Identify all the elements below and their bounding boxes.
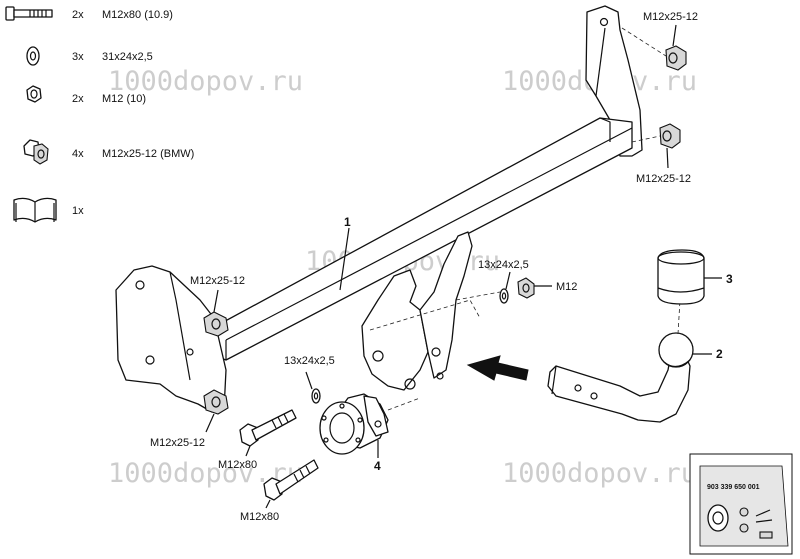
part-number-1: 1 [344, 215, 351, 229]
parts-qty-4: 4x [72, 148, 84, 160]
callout-nut-top-right-1: M12x25-12 [643, 11, 698, 23]
parts-desc-4: M12x25-12 (BMW) [102, 148, 194, 160]
kit-card: 903 339 650 001 [689, 453, 793, 555]
cross-beam: 1 [115, 5, 643, 413]
washer-icon [26, 46, 40, 66]
callout-nut-left-lower: M12x25-12 [150, 437, 205, 449]
callout-washer-left: 13x24x2,5 [284, 355, 335, 367]
callout-bolt-lower: M12x80 [240, 511, 279, 523]
nut [517, 277, 535, 299]
part-number-4: 4 [374, 459, 381, 473]
flange-nut [203, 389, 229, 415]
callout-nut-right: M12 [556, 281, 577, 293]
parts-desc-1: M12x80 (10.9) [102, 9, 173, 21]
flange-nut-icon [23, 139, 49, 165]
washer [311, 388, 321, 404]
callout-nut-left-upper: M12x25-12 [190, 275, 245, 287]
kit-card-code: 903 339 650 001 [707, 484, 760, 491]
bolt-lower: M12x80 [240, 459, 319, 523]
flange-nut [203, 311, 229, 337]
part-number-2: 2 [716, 347, 723, 361]
small-hardware: 13x24x2,5 M12 13x24x2,5 [284, 259, 577, 404]
callout-bolt-upper: M12x80 [218, 459, 257, 471]
parts-desc-3: M12 (10) [102, 93, 146, 105]
manual-book-icon [13, 197, 57, 223]
watermark: 1000dopov.ru [502, 458, 697, 489]
socket-plate: 4 [319, 393, 389, 473]
flange-nut [665, 45, 687, 71]
ball-neck: 2 [547, 299, 723, 423]
nut-icon [26, 85, 42, 103]
parts-qty-3: 2x [72, 93, 84, 105]
parts-list: 2x M12x80 (10.9) 3x 31x24x2,5 2x M12 (10… [5, 6, 194, 223]
ball-cap: 3 [657, 249, 733, 305]
callout-washer-right: 13x24x2,5 [478, 259, 529, 271]
parts-desc-2: 31x24x2,5 [102, 51, 153, 63]
parts-qty-2: 3x [72, 51, 84, 63]
washer [499, 288, 509, 304]
beam-nuts: M12x25-12 M12x25-12 M12x25-12 M12x25-12 [150, 11, 698, 449]
part-number-3: 3 [726, 272, 733, 286]
bolt-upper: M12x80 [218, 409, 297, 471]
watermark: 1000dopov.ru [108, 66, 303, 97]
parts-qty-5: 1x [72, 205, 84, 217]
assembly-arrow [466, 355, 529, 381]
bolt-icon [5, 6, 53, 21]
flange-nut [659, 123, 681, 149]
parts-qty-1: 2x [72, 9, 84, 21]
callout-nut-top-right-2: M12x25-12 [636, 173, 691, 185]
